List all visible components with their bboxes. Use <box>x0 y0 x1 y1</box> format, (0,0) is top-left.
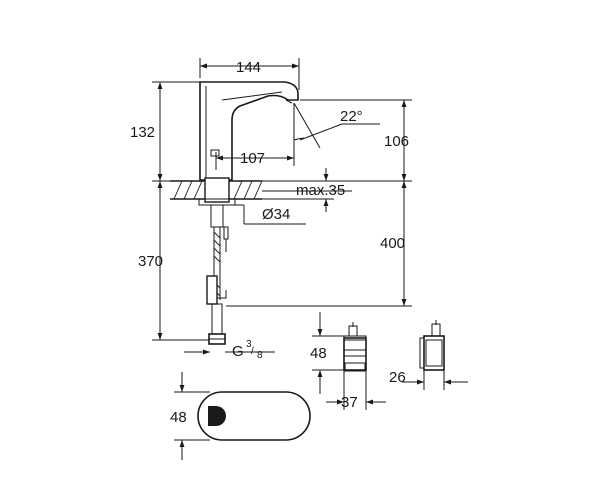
dim-132: 132 <box>130 124 155 141</box>
faucet-body <box>199 81 299 181</box>
dim-107: 107 <box>240 150 265 167</box>
hose-assembly <box>206 204 229 345</box>
dim-144: 144 <box>236 59 261 76</box>
sensor-window <box>210 149 220 157</box>
dim-thread-denominator: 8 <box>257 350 263 361</box>
dim-diameter-34: Ø34 <box>262 206 290 223</box>
control-box-front <box>343 322 367 372</box>
dim-106: 106 <box>384 133 409 150</box>
dim-370: 370 <box>138 253 163 270</box>
dim-thread-numerator: 3 <box>246 339 252 350</box>
countertop <box>170 177 263 206</box>
dim-22-degrees: 22° <box>340 108 363 125</box>
dim-box-48: 48 <box>310 345 327 362</box>
dim-thread-g: G <box>232 343 244 360</box>
dim-box-37: 37 <box>341 394 358 411</box>
dim-max-35: max.35 <box>296 182 345 199</box>
dimension-lines <box>152 58 468 460</box>
faucet-base-top-view <box>197 391 311 441</box>
control-box-side <box>419 320 445 371</box>
dim-thread-slash: / <box>251 346 254 357</box>
dimension-labels: 144 132 106 22° 107 max.35 Ø34 400 370 G… <box>130 59 409 426</box>
dim-400: 400 <box>380 235 405 252</box>
connector-fitting <box>206 275 218 305</box>
dim-box-26: 26 <box>389 369 406 386</box>
dim-base-48: 48 <box>170 409 187 426</box>
